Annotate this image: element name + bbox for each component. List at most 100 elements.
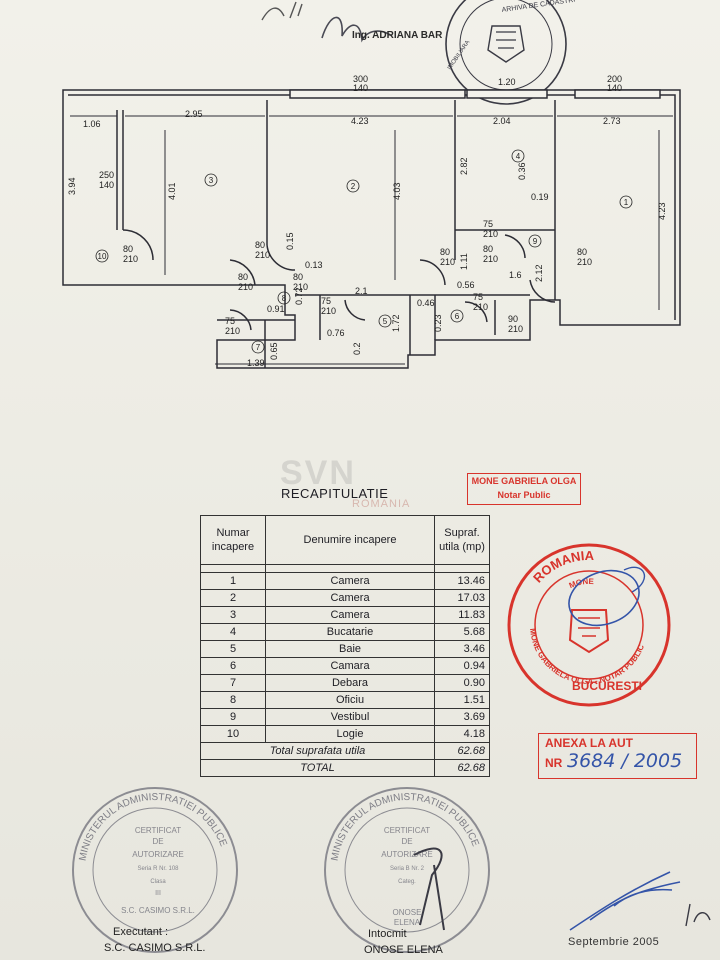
- svg-text:80: 80: [483, 244, 493, 254]
- bottom-right-signature: [569, 871, 711, 931]
- svg-text:210: 210: [440, 257, 455, 267]
- svg-text:CERTIFICAT: CERTIFICAT: [135, 826, 181, 835]
- svg-text:210: 210: [321, 306, 336, 316]
- room-3-marker: [204, 173, 218, 187]
- total-value: 62.68: [434, 759, 490, 777]
- svg-text:0.46: 0.46: [417, 298, 435, 308]
- svg-text:80: 80: [123, 244, 133, 254]
- svg-text:Categ.: Categ.: [398, 879, 416, 885]
- svg-text:140: 140: [99, 180, 114, 190]
- svg-text:1.6: 1.6: [509, 270, 522, 280]
- svg-text:1.11: 1.11: [459, 253, 469, 270]
- svg-text:80: 80: [238, 272, 248, 282]
- watermark-brand: SVN: [280, 454, 356, 492]
- recap-header-row: Numar incapere Denumire incapere Supraf.…: [200, 515, 490, 565]
- svg-text:1.72: 1.72: [391, 314, 401, 332]
- svg-text:BUCURESTI: BUCURESTI: [572, 679, 642, 693]
- header-suprafata: Supraf. utila (mp): [434, 515, 490, 565]
- intocmit-label: Intocmit: [368, 928, 407, 940]
- svg-text:2.1: 2.1: [355, 286, 368, 296]
- svg-text:210: 210: [123, 254, 138, 264]
- room-6-marker: [450, 309, 464, 323]
- svg-text:80: 80: [577, 247, 587, 257]
- svg-text:140: 140: [353, 83, 368, 93]
- svg-text:210: 210: [238, 282, 253, 292]
- svg-text:S.C. CASIMO S.R.L.: S.C. CASIMO S.R.L.: [121, 906, 195, 915]
- svg-text:210: 210: [508, 324, 523, 334]
- svg-text:MONE: MONE: [568, 577, 595, 590]
- document-date: Septembrie 2005: [568, 936, 660, 948]
- svg-text:4.03: 4.03: [392, 182, 402, 200]
- svg-text:75: 75: [473, 292, 483, 302]
- svg-text:210: 210: [483, 254, 498, 264]
- svg-text:4.23: 4.23: [351, 116, 369, 126]
- intocmit-signature: [413, 847, 445, 931]
- svg-text:IMOBILIARA: IMOBILIARA: [447, 40, 472, 72]
- svg-text:1.20: 1.20: [498, 77, 516, 87]
- svg-text:0.76: 0.76: [327, 328, 345, 338]
- intocmit-name: ONOSE ELENA: [364, 944, 443, 956]
- svg-text:210: 210: [293, 282, 308, 292]
- dim-inner: 1.06: [83, 119, 101, 129]
- svg-text:0.56: 0.56: [457, 280, 475, 290]
- svg-text:75: 75: [321, 296, 331, 306]
- svg-text:2.82: 2.82: [459, 157, 469, 175]
- svg-text:III: III: [155, 890, 161, 897]
- svg-text:0.13: 0.13: [305, 260, 323, 270]
- svg-text:0.72: 0.72: [294, 287, 304, 305]
- svg-text:200: 200: [607, 74, 622, 84]
- svg-text:6: 6: [455, 312, 460, 321]
- svg-text:2.73: 2.73: [603, 116, 621, 126]
- svg-text:1: 1: [624, 198, 629, 207]
- svg-text:2.04: 2.04: [493, 116, 511, 126]
- svg-text:80: 80: [255, 240, 265, 250]
- svg-text:210: 210: [225, 326, 240, 336]
- svg-text:Seria R Nr. 108: Seria R Nr. 108: [137, 866, 179, 872]
- svg-text:4.01: 4.01: [167, 182, 177, 200]
- svg-text:75: 75: [483, 219, 493, 229]
- room-2-marker: [346, 179, 360, 193]
- recap-table: Numar incapere Denumire incapere Supraf.…: [200, 515, 490, 777]
- svg-text:0.36: 0.36: [517, 162, 527, 180]
- total-utila-label: Total suprafata utila: [200, 742, 435, 760]
- svg-text:2: 2: [351, 182, 356, 191]
- svg-text:0.2: 0.2: [352, 342, 362, 355]
- svg-text:ONOSE: ONOSE: [393, 908, 422, 917]
- svg-text:3: 3: [209, 176, 214, 185]
- total-row: TOTAL 62.68: [200, 759, 490, 777]
- recap-title: RECAPITULATIE: [281, 486, 389, 501]
- engineer-name: Ing. ADRIANA BAR: [352, 30, 443, 41]
- notar-box-stamp: MONE GABRIELA OLGA Notar Public: [467, 473, 581, 505]
- svg-text:AUTORIZARE: AUTORIZARE: [132, 850, 183, 859]
- svg-text:7: 7: [256, 343, 261, 352]
- notary-round-seal: ROMANIA MONE GABRIELA OLGA - NOTAR PUBLI…: [507, 543, 671, 707]
- svg-text:210: 210: [483, 229, 498, 239]
- svg-text:2.95: 2.95: [185, 109, 203, 119]
- total-label: TOTAL: [200, 759, 435, 777]
- svg-text:0.65: 0.65: [269, 342, 279, 360]
- svg-text:2.12: 2.12: [534, 264, 544, 282]
- executant-label: Executant :: [113, 926, 169, 938]
- total-utila-row: Total suprafata utila 62.68: [200, 742, 490, 760]
- svg-text:CERTIFICAT: CERTIFICAT: [384, 826, 430, 835]
- dim-top-300: 300: [353, 74, 368, 84]
- svg-text:1.39: 1.39: [247, 358, 265, 368]
- svg-text:140: 140: [607, 83, 622, 93]
- anexa-box-stamp: ANEXA LA AUT NR 3684 / 2005: [538, 733, 697, 779]
- top-scribble: [261, 1, 303, 21]
- svg-text:210: 210: [473, 302, 488, 312]
- anexa-handwritten-number: 3684 / 2005: [567, 750, 683, 772]
- room-7-marker: [251, 340, 265, 354]
- floor-plan: 300 140 1.20 200 140 1.06 2.95 4.23 2.04…: [62, 74, 681, 369]
- svg-text:5: 5: [383, 317, 388, 326]
- svg-text:ELENA: ELENA: [394, 918, 421, 927]
